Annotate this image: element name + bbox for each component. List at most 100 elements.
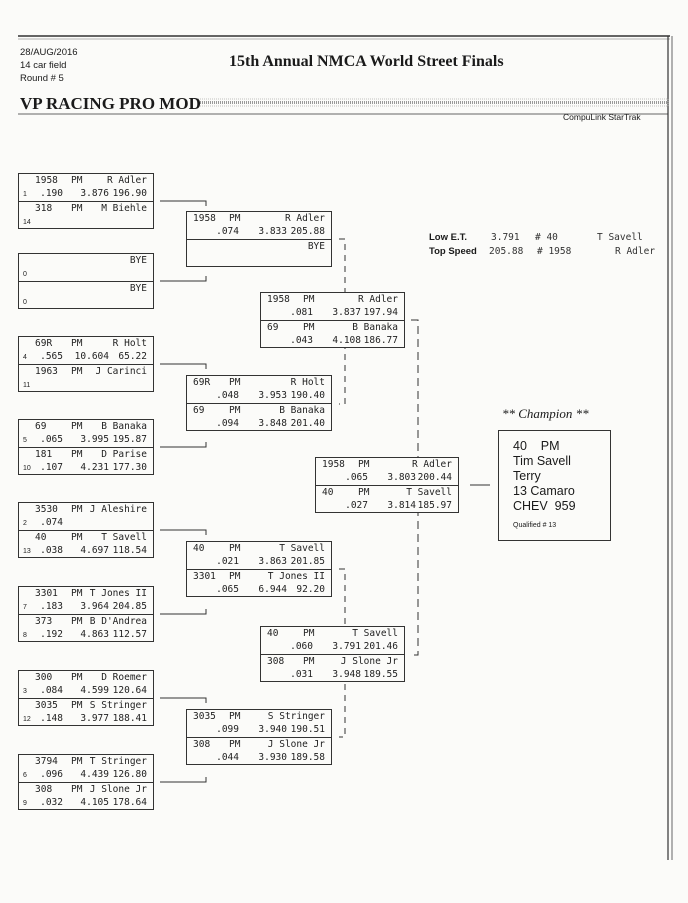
reaction-time: .190: [40, 188, 63, 199]
round-number: Round # 5: [20, 73, 64, 84]
reaction-time: .031: [290, 669, 313, 680]
driver-name: T Savell: [406, 487, 452, 498]
trap-speed: 189.58: [290, 752, 325, 763]
car-class: PM: [71, 588, 83, 599]
elapsed-time: 3.953: [258, 390, 287, 401]
champion-label: ** Champion **: [502, 406, 589, 421]
trap-speed: 65.22: [118, 351, 147, 362]
elapsed-time: 3.995: [80, 434, 109, 445]
reaction-time: .074: [216, 226, 239, 237]
driver-name: J Slone Jr: [89, 784, 147, 795]
car-number: 69: [193, 405, 205, 416]
driver-name: J Slone Jr: [267, 739, 325, 750]
trap-speed: 126.80: [112, 769, 147, 780]
champion-hometown: Terry: [513, 469, 541, 483]
car-number: 69R: [193, 377, 211, 388]
elapsed-time: 3.803: [387, 472, 416, 483]
car-class: PM: [71, 616, 83, 627]
reaction-time: .032: [40, 797, 63, 808]
class-title: VP RACING PRO MOD: [20, 94, 201, 113]
trap-speed: 177.30: [112, 462, 147, 473]
event-info: 28/AUG/2016 14 car field Round # 5: [20, 46, 78, 85]
top-speed-value: 205.88: [489, 246, 524, 257]
reaction-time: .065: [345, 472, 368, 483]
trap-speed: 92.20: [296, 584, 325, 595]
driver-name: D Parise: [101, 449, 147, 460]
driver-name: B Banaka: [352, 322, 398, 333]
reaction-time: .094: [216, 418, 239, 429]
driver-name: J Aleshire: [89, 504, 147, 515]
driver-name: R Adler: [106, 175, 147, 186]
car-class: PM: [303, 628, 315, 639]
elapsed-time: 4.697: [80, 545, 109, 556]
car-number: 308: [35, 784, 53, 795]
driver-name: R Adler: [357, 294, 398, 305]
low-et-label: Low E.T.: [429, 232, 467, 243]
qualifying-seed: 9: [23, 800, 27, 807]
reaction-time: .192: [40, 629, 63, 640]
trap-speed: 201.40: [290, 418, 325, 429]
car-number: 1958: [193, 213, 216, 224]
car-class: PM: [71, 672, 83, 683]
car-class: PM: [229, 377, 241, 388]
driver-name: B D'Andrea: [89, 616, 147, 627]
trap-speed: 185.97: [417, 500, 452, 511]
reaction-time: .065: [40, 434, 63, 445]
car-number: 1958: [35, 175, 58, 186]
driver-name: B Banaka: [101, 421, 147, 432]
elapsed-time: 10.604: [74, 351, 109, 362]
qualifying-seed: 0: [23, 299, 27, 306]
car-class: PM: [71, 532, 83, 543]
reaction-time: .021: [216, 556, 239, 567]
trap-speed: 186.77: [363, 335, 398, 346]
trap-speed: 201.85: [290, 556, 325, 567]
champion-engine: CHEV 959: [513, 499, 576, 513]
elapsed-time: 3.848: [258, 418, 287, 429]
car-number: 40: [267, 628, 279, 639]
car-number: 3530: [35, 504, 58, 515]
qualifying-seed: 10: [23, 465, 31, 472]
driver-name: R Holt: [290, 377, 325, 388]
qualifying-seed: 12: [23, 716, 31, 723]
top-speed-driver: R Adler: [615, 246, 656, 257]
car-number: 1958: [267, 294, 290, 305]
reaction-time: .084: [40, 685, 63, 696]
trap-speed: 118.54: [112, 545, 147, 556]
lane-entry: BYE: [187, 239, 331, 266]
elapsed-time: 4.439: [80, 769, 109, 780]
elapsed-time: 4.105: [80, 797, 109, 808]
qualifying-seed: 7: [23, 604, 27, 611]
champion-qualified: Qualified # 13: [513, 522, 557, 529]
reaction-time: .060: [290, 641, 313, 652]
car-class: PM: [229, 711, 241, 722]
trap-speed: 190.40: [290, 390, 325, 401]
car-class: PM: [229, 405, 241, 416]
trap-speed: 189.55: [363, 669, 398, 680]
trap-speed: 204.85: [112, 601, 147, 612]
trap-speed: 188.41: [112, 713, 147, 724]
